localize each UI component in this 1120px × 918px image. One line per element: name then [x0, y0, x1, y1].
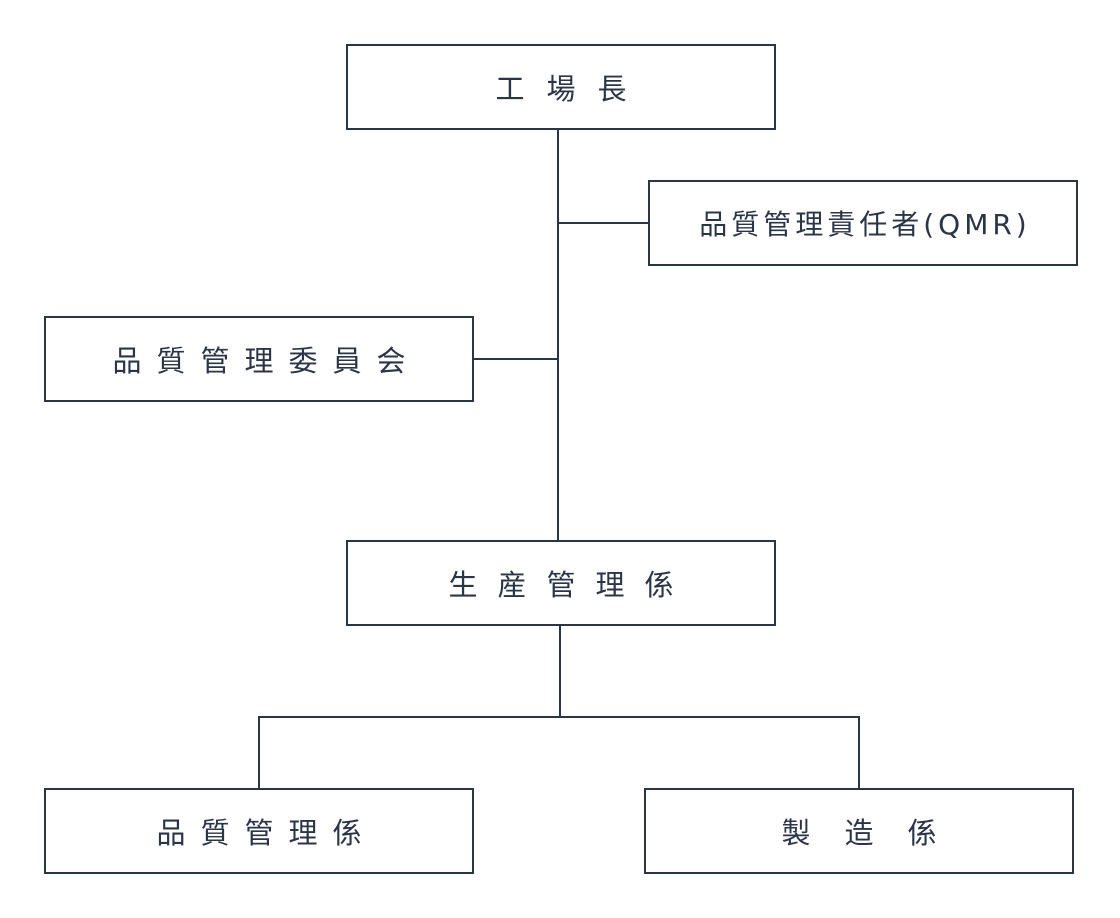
- production-management-label: 生産管理係: [448, 568, 694, 602]
- quality-committee-box: 品質管理委員会: [44, 316, 474, 402]
- qmr-box: 品質管理責任者(QMR): [648, 180, 1078, 266]
- production-management-box: 生産管理係: [346, 540, 776, 626]
- plant-manager-label: 工場長: [495, 72, 649, 106]
- quality-control-label: 品質管理係: [156, 816, 377, 850]
- manufacturing-box: 製造係: [644, 788, 1074, 874]
- plant-manager-box: 工場長: [346, 44, 776, 130]
- quality-committee-label: 品質管理委員会: [112, 344, 421, 378]
- quality-control-box: 品質管理係: [44, 788, 474, 874]
- manufacturing-label: 製造係: [781, 816, 971, 850]
- qmr-label: 品質管理責任者(QMR): [699, 208, 1031, 241]
